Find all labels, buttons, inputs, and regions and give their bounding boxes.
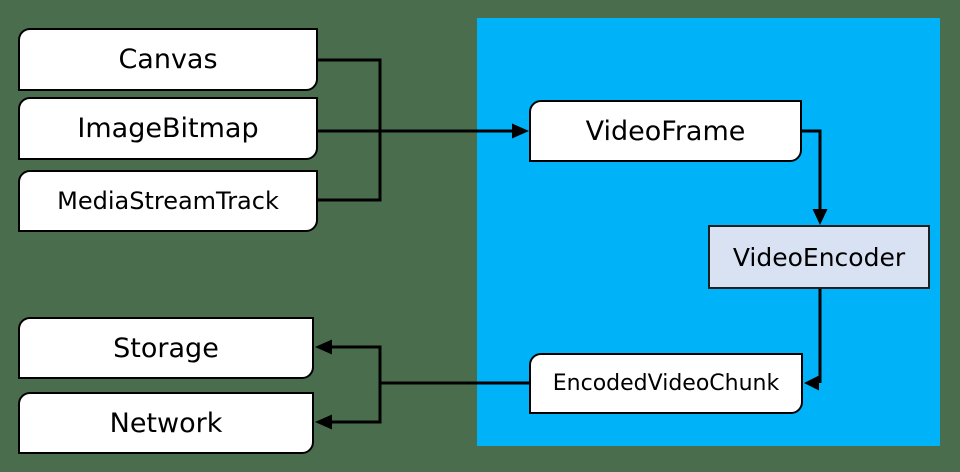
node-mediastreamtrack: MediaStreamTrack	[18, 170, 318, 232]
edge-canvas-mediastreamtrack-bus	[316, 58, 382, 202]
node-canvas: Canvas	[18, 28, 318, 91]
node-storage: Storage	[18, 317, 314, 379]
node-videoframe-label: VideoFrame	[585, 115, 746, 147]
node-videoframe: VideoFrame	[529, 100, 802, 162]
node-mediastreamtrack-label: MediaStreamTrack	[57, 187, 279, 215]
node-encodedvideochunk: EncodedVideoChunk	[529, 353, 803, 414]
node-videoencoder: VideoEncoder	[708, 225, 930, 289]
node-canvas-label: Canvas	[118, 44, 218, 75]
node-network-label: Network	[109, 407, 223, 439]
node-imagebitmap-label: ImageBitmap	[77, 113, 259, 144]
node-imagebitmap: ImageBitmap	[18, 97, 318, 160]
node-videoencoder-label: VideoEncoder	[732, 242, 906, 272]
node-storage-label: Storage	[113, 332, 219, 364]
arrowhead-into-storage	[315, 339, 332, 355]
arrowhead-into-network	[315, 414, 332, 430]
node-network: Network	[18, 392, 314, 454]
node-encodedvideochunk-label: EncodedVideoChunk	[552, 370, 780, 396]
